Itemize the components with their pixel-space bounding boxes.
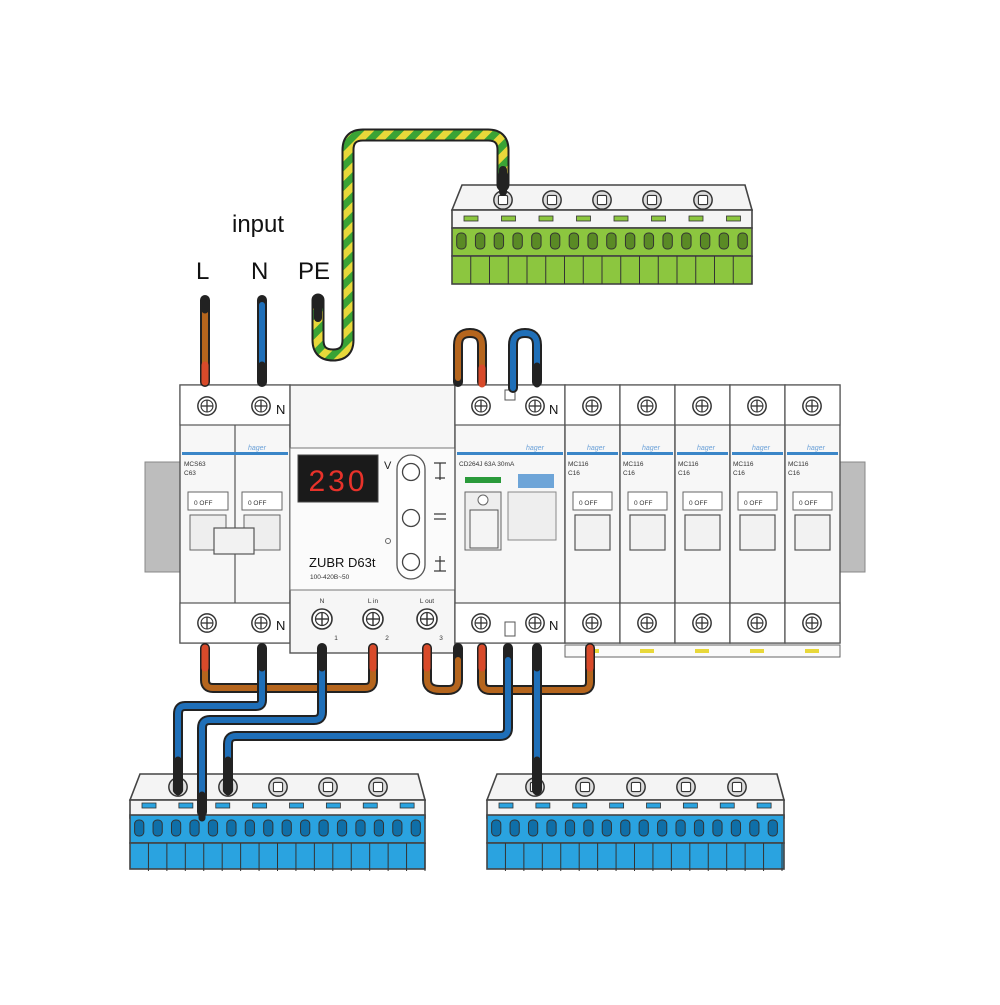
- branch-breaker-handle[interactable]: [684, 514, 721, 551]
- comb-pin: [750, 649, 764, 653]
- branch-breaker-handle[interactable]: [574, 514, 611, 551]
- branch-breaker-model: MC116: [623, 461, 644, 468]
- branch-breaker-brand: hager: [807, 445, 826, 452]
- branch-breaker-rating: C16: [623, 470, 635, 477]
- branch-breaker-model: MC116: [568, 461, 589, 468]
- phase-relay-out-to-rcd: [422, 643, 463, 695]
- relay-terminal: L in 2: [362, 598, 389, 642]
- rcd-green-indicator: [465, 477, 501, 483]
- branch-breaker-handle[interactable]: [739, 514, 776, 551]
- branch-breaker-switch: 0 OFF: [744, 500, 762, 507]
- jumper-neutral-to-rcd: [508, 328, 542, 393]
- branch-breaker-switch: 0 OFF: [579, 500, 597, 507]
- main-breaker-n-top: N: [276, 402, 285, 417]
- branch-breaker-rating: C16: [678, 470, 690, 477]
- neutral-bus-bar-right: [485, 773, 786, 871]
- relay-spec: 100-420В~50: [310, 574, 350, 581]
- ground-label: PE: [298, 258, 330, 285]
- relay-terminal-number: 3: [439, 635, 443, 642]
- branch-breaker-rating: C16: [788, 470, 800, 477]
- branch-breaker-rating: C16: [733, 470, 745, 477]
- branch-breaker-brand: hager: [642, 445, 661, 452]
- comb-pin: [695, 649, 709, 653]
- main-breaker-switch-a: 0 OFF: [194, 500, 212, 507]
- rcd-handle[interactable]: [469, 509, 499, 549]
- main-breaker-model: MCS63: [184, 461, 206, 468]
- relay-button-icons: [434, 462, 446, 572]
- relay-display: [297, 454, 379, 503]
- rcd-model: CD264J 63A 30mA: [459, 461, 515, 468]
- rcd-n-top: N: [549, 402, 558, 417]
- main-breaker-brand: hager: [248, 445, 267, 452]
- branch-breaker-model: MC116: [733, 461, 754, 468]
- main-breaker: N N hager MCS63 C63 0 OFF 0 OFF: [179, 384, 291, 644]
- rcd-test-button[interactable]: [518, 474, 554, 488]
- branch-breaker-brand: hager: [697, 445, 716, 452]
- branch-breaker-switch: 0 OFF: [634, 500, 652, 507]
- relay-button-menu[interactable]: [401, 508, 421, 528]
- relay-terminal-name: L out: [420, 598, 434, 605]
- rcd-n-bottom: N: [549, 618, 558, 633]
- input-label: input: [232, 211, 284, 238]
- comb-pin: [805, 649, 819, 653]
- main-breaker-handle[interactable]: [213, 527, 255, 555]
- branch-breaker-brand: hager: [752, 445, 771, 452]
- branch-breaker-brand: hager: [587, 445, 606, 452]
- branch-breaker-rating: C16: [568, 470, 580, 477]
- relay-button-plus[interactable]: [401, 462, 421, 482]
- branch-breaker-switch: 0 OFF: [689, 500, 707, 507]
- phase-main-to-relay: [200, 643, 378, 693]
- main-breaker-rating: C63: [184, 470, 196, 477]
- branch-breaker-handle[interactable]: [794, 514, 831, 551]
- pe-bus-bar: [450, 184, 754, 285]
- branch-breaker-switch: 0 OFF: [799, 500, 817, 507]
- relay-terminal-number: 1: [334, 635, 338, 642]
- relay-terminal-number: 2: [385, 635, 389, 642]
- rcd-brand: hager: [526, 445, 545, 452]
- branch-breaker-model: MC116: [678, 461, 699, 468]
- relay-unit: V: [384, 460, 392, 472]
- phase-label: L: [196, 258, 209, 285]
- relay-display-digits: 230: [308, 465, 367, 498]
- branch-breaker-handle[interactable]: [629, 514, 666, 551]
- relay-model: ZUBR D63t: [309, 555, 376, 570]
- neutral-label: N: [251, 258, 268, 285]
- relay-button-minus[interactable]: [401, 552, 421, 572]
- rcd: N N hager CD264J 63A 30mA: [454, 384, 566, 644]
- wires: [173, 128, 595, 822]
- main-breaker-n-bottom: N: [276, 618, 285, 633]
- relay-terminal-name: N: [320, 598, 325, 605]
- relay-terminal-name: L in: [368, 598, 379, 605]
- comb-pin: [640, 649, 654, 653]
- branch-breaker-model: MC116: [788, 461, 809, 468]
- relay-terminal: L out 3: [416, 598, 443, 642]
- relay-terminal: N1: [311, 598, 338, 642]
- main-breaker-switch-b: 0 OFF: [248, 500, 266, 507]
